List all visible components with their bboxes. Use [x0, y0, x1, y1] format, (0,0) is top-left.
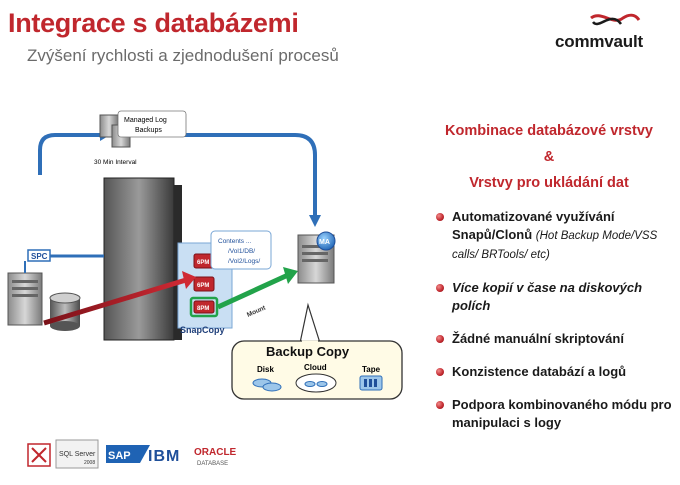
snap-label-2: 6PM — [197, 283, 209, 289]
sql-server-logo — [55, 439, 99, 469]
snap-volumes: 6PM 6PM 8PM — [189, 253, 219, 318]
contents-title: Contents ... — [218, 238, 251, 245]
list-item: Podpora kombinovaného módu pro manipulac… — [436, 396, 676, 432]
storage-array — [103, 177, 182, 341]
bullet-icon — [436, 335, 444, 343]
snap-label-1: 6PM — [197, 260, 209, 266]
log-to-ma-arrow — [140, 133, 317, 215]
log-flow-arrow — [38, 133, 100, 175]
target-cloud-label: Cloud — [304, 363, 327, 372]
logo-text: commvault — [555, 32, 643, 51]
snapshot-arrow — [43, 277, 187, 326]
commvault-logo — [590, 13, 641, 26]
snapcopy-label: SnapCopy — [180, 325, 225, 335]
database-icon — [49, 292, 81, 331]
tape-icon — [359, 375, 383, 391]
contents-line-1: /Vol1/DB/ — [228, 248, 255, 255]
architecture-diagram: Managed Log Backups 30 Min Interval SPC … — [7, 110, 403, 469]
target-disk-label: Disk — [257, 365, 274, 374]
heading-line-1: Kombinace databázové vrstvy — [445, 123, 653, 139]
mount-arrow — [216, 272, 290, 310]
managed-log-label-1: Managed Log — [124, 117, 167, 124]
production-server — [7, 272, 43, 326]
vendor-logos: SQL Server 2008 SAP IBM ORACLE DATABASE — [27, 439, 237, 469]
bullet-3-text: Žádné manuální skriptování — [452, 331, 624, 346]
ibm-text: IBM — [148, 448, 180, 465]
bullet-icon — [436, 401, 444, 409]
ma-label: MA — [319, 239, 330, 246]
target-tape-label: Tape — [362, 365, 381, 374]
page-subtitle: Zvýšení rychlosti a zjednodušení procesů — [27, 46, 339, 65]
bullet-icon — [436, 213, 444, 221]
oracle-subtext: DATABASE — [197, 461, 228, 467]
oracle-text: ORACLE — [194, 447, 237, 458]
ma-badge — [316, 231, 336, 251]
bullet-icon — [436, 368, 444, 376]
bullet-icon — [436, 284, 444, 292]
sql-server-text: SQL Server — [59, 451, 96, 458]
bullet-2-text: Více kopií v čase na diskových polích — [452, 280, 643, 313]
page-title: Integrace s databázemi — [8, 8, 299, 38]
contents-line-2: /Vol2/Logs/ — [228, 258, 260, 265]
sql-server-year: 2008 — [84, 460, 95, 466]
heading-amp: & — [543, 149, 555, 165]
right-heading: Kombinace databázové vrstvy & Vrstvy pro… — [418, 118, 680, 196]
interval-label: 30 Min Interval — [94, 159, 137, 166]
snap-label-3: 8PM — [197, 306, 209, 312]
list-item: Konzistence databází a logů — [436, 363, 676, 381]
cloud-icon — [295, 373, 337, 393]
mount-label: Mount — [246, 304, 267, 319]
sap-logo — [106, 445, 140, 463]
backup-copy-title: Backup Copy — [266, 344, 350, 359]
bullet-4-text: Konzistence databází a logů — [452, 364, 627, 379]
heading-line-2: Vrstvy pro ukládání dat — [469, 175, 629, 191]
managed-log-label-2: Backups — [135, 127, 162, 134]
sap-text: SAP — [108, 450, 131, 462]
disk-icon — [252, 378, 282, 392]
spc-label: SPC — [31, 252, 48, 261]
bullet-5-text: Podpora kombinovaného módu pro manipulac… — [452, 397, 672, 430]
contents-callout — [210, 230, 272, 270]
bullet-1-text: Automatizované využívání Snapů/Clonů — [452, 209, 615, 242]
list-item: Automatizované využívání Snapů/Clonů (Ho… — [436, 208, 676, 264]
list-item: Žádné manuální skriptování — [436, 330, 676, 348]
bullet-1-note: (Hot Backup Mode/VSS calls/ BRTools/ etc… — [452, 230, 658, 261]
list-item: Více kopií v čase na diskových polích — [436, 279, 676, 315]
feature-list: Automatizované využívání Snapů/Clonů (Ho… — [436, 208, 676, 447]
